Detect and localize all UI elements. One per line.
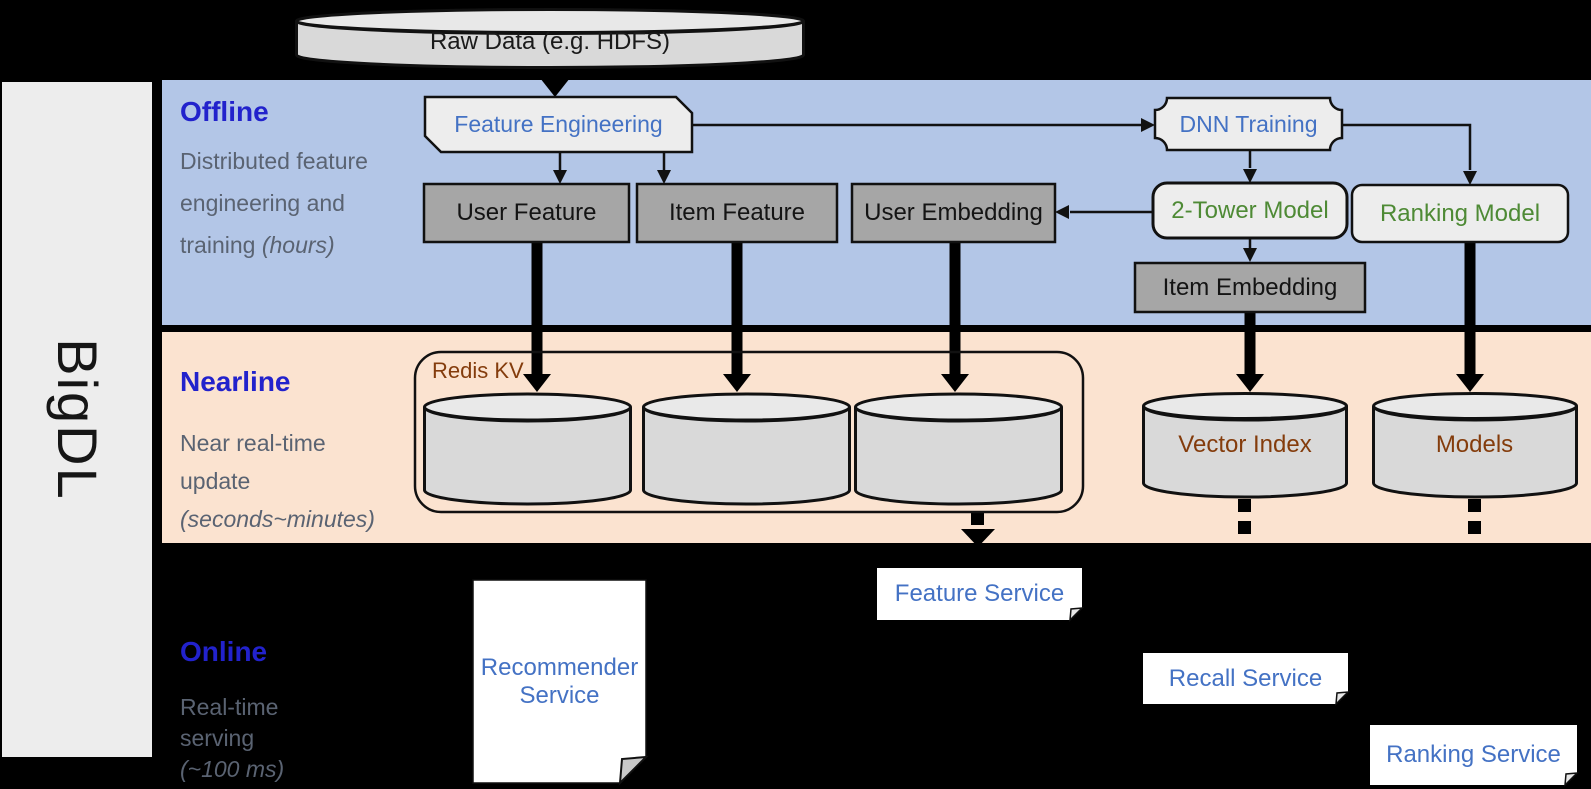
dnn-training-label: DNN Training xyxy=(1179,110,1318,137)
offline-band-title: Offline xyxy=(180,96,269,127)
recall-service-label: Recall Service xyxy=(1168,664,1323,692)
online-desc-text: Real-time serving xyxy=(180,694,279,751)
online-desc-note: (~100 ms) xyxy=(180,756,285,782)
user-embedding-label: User Embedding xyxy=(864,199,1043,226)
feature-service-label: Feature Service xyxy=(894,580,1065,607)
item-feature-label: Item Feature xyxy=(668,199,806,226)
feature-engineering-label: Feature Engineering xyxy=(454,111,663,137)
bigdl-logo-text: BigDL xyxy=(45,338,109,501)
item-embedding-label: Item Embedding xyxy=(1162,273,1338,301)
raw-data-label: Raw Data (e.g. HDFS) xyxy=(429,28,671,55)
offline-desc-text: Distributed feature engineering and trai… xyxy=(180,148,368,258)
nearline-desc-note: (seconds~minutes) xyxy=(180,506,375,532)
bigdl-sidebar: BigDL xyxy=(2,82,152,757)
two-tower-model-label: 2-Tower Model xyxy=(1171,196,1329,224)
nearline-band-desc: Near real-time update (seconds~minutes) xyxy=(180,424,395,538)
offline-desc-note: (hours) xyxy=(261,232,335,258)
redis-kv-label: Redis KV xyxy=(432,358,524,383)
user-feature-label: User Feature xyxy=(456,199,597,226)
ranking-model-label: Ranking Model xyxy=(1379,199,1541,227)
online-band-desc: Real-time serving (~100 ms) xyxy=(180,692,315,785)
online-band-title: Online xyxy=(180,636,268,667)
offline-band-desc: Distributed feature engineering and trai… xyxy=(180,140,375,266)
recommender-service-label: Recommender Service xyxy=(480,653,639,709)
nearline-band-title: Nearline xyxy=(180,366,291,397)
models-label: Models xyxy=(1435,431,1514,458)
vector-index-label: Vector Index xyxy=(1178,431,1312,458)
ranking-service-label: Ranking Service xyxy=(1386,741,1561,768)
nearline-desc-text: Near real-time update xyxy=(180,430,326,494)
